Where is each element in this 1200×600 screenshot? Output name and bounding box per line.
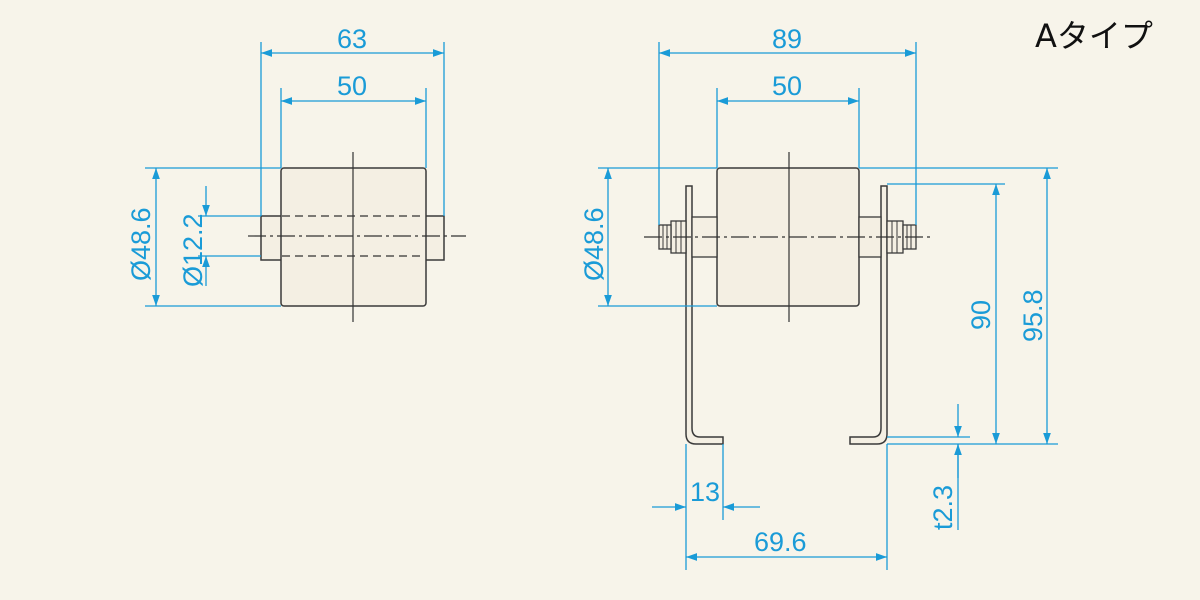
bracket-right [849, 185, 888, 445]
bracket-left [685, 185, 724, 445]
left-view: 63 50 Ø48.6 Ø12.2 [126, 24, 466, 322]
dimension-foot-span: 69.6 [754, 527, 807, 557]
dimension-roller-width: 50 [337, 71, 367, 101]
shaft-end-right [424, 215, 445, 261]
type-title: Aタイプ [1035, 17, 1153, 55]
dimension-shaft-diameter: Ø12.2 [178, 213, 208, 287]
dimension-overall-width: 89 [772, 24, 802, 54]
dimension-overall-height: 95.8 [1018, 289, 1048, 342]
dimension-foot-length: 13 [690, 477, 720, 507]
dimension-plate-thickness: t2.3 [928, 485, 958, 530]
dimension-overall-width: 63 [337, 24, 367, 54]
shaft-end-left [260, 215, 283, 261]
dimension-roller-diameter: Ø48.6 [579, 207, 609, 281]
right-view: 89 50 Ø48.6 90 95.8 t2.3 13 [579, 24, 1058, 570]
dimension-roller-diameter: Ø48.6 [126, 207, 156, 281]
dimension-roller-width: 50 [772, 71, 802, 101]
dimension-axis-height: 90 [966, 300, 996, 330]
